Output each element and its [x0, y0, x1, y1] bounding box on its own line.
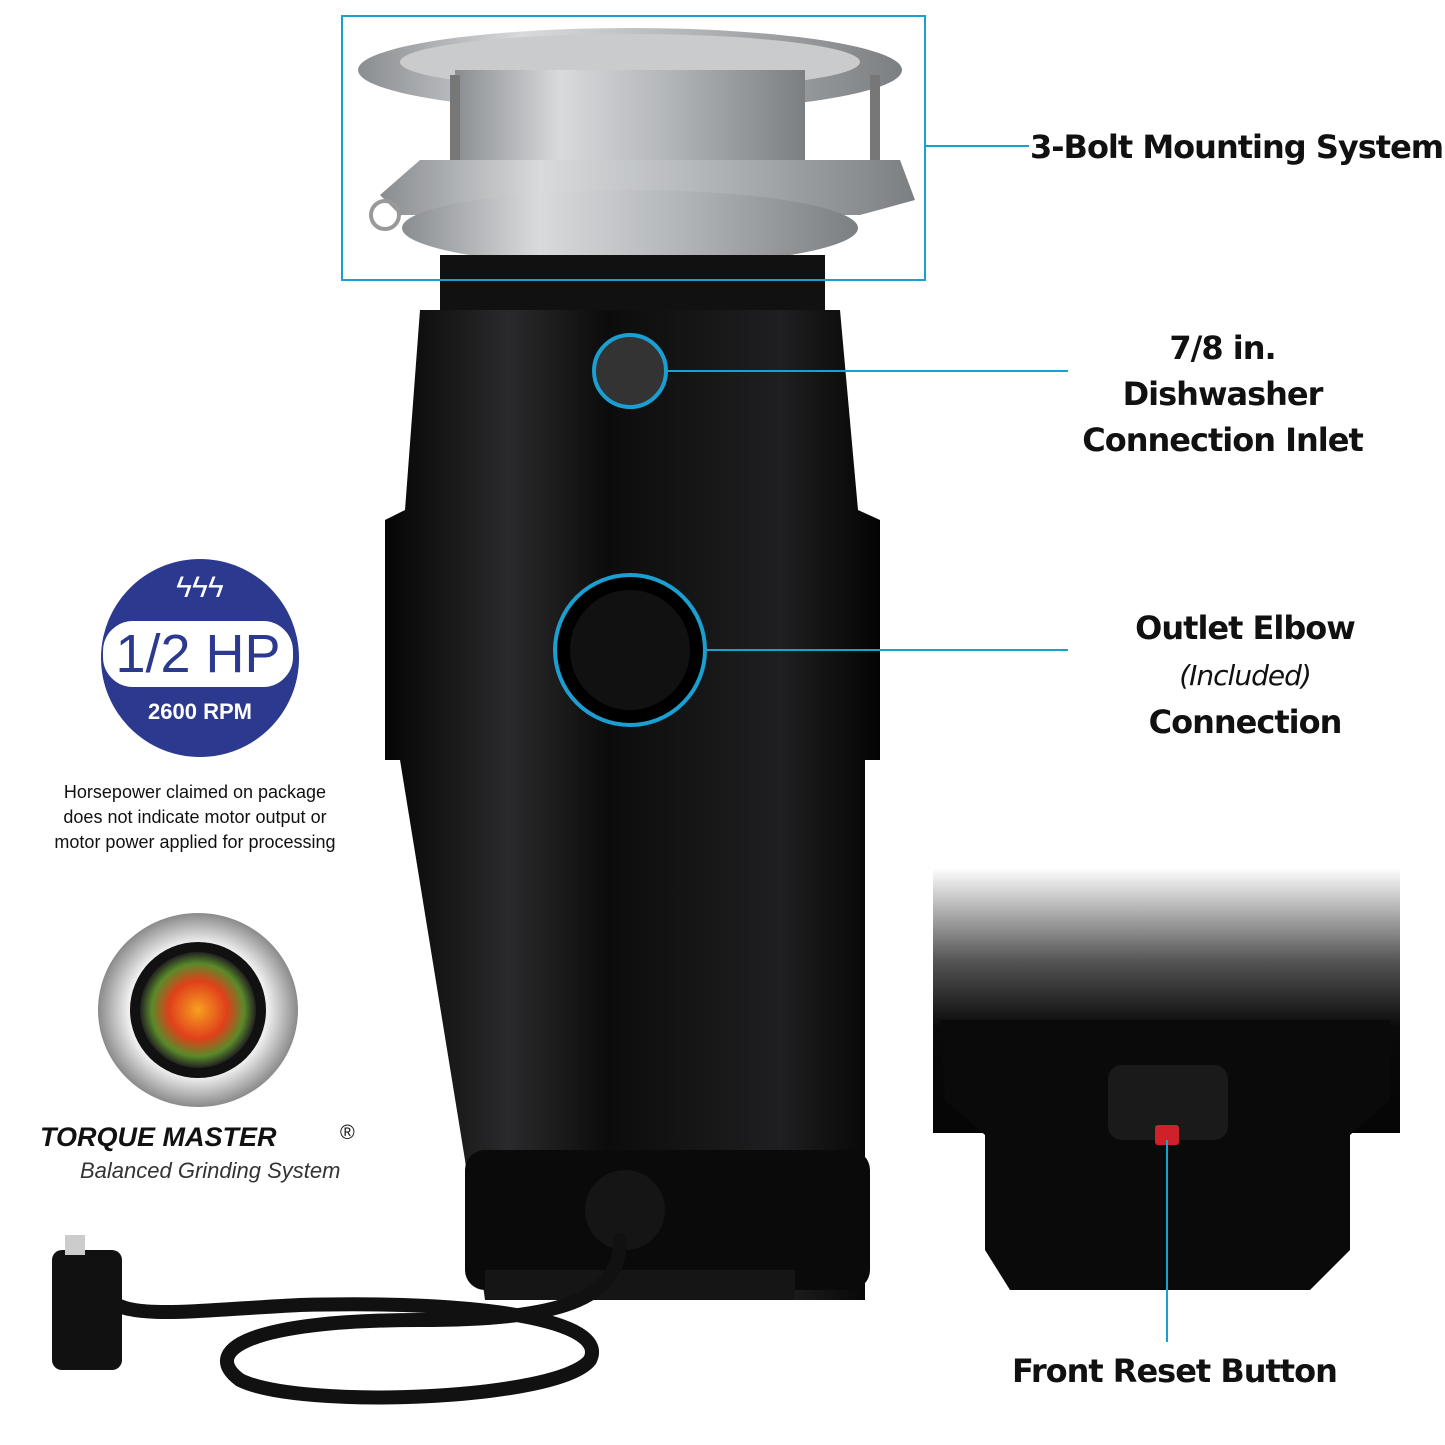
hp-pill: 1/2 HP [103, 621, 293, 687]
disposer-body [385, 255, 880, 1300]
lightning-bolts-icon: ϟϟϟ [176, 571, 224, 604]
callout-line-reset [1166, 1140, 1168, 1342]
disclaimer-line-3: motor power applied for processing [54, 832, 336, 852]
horsepower-badge: ϟϟϟ 1/2 HP 2600 RPM [101, 559, 299, 757]
torque-master-logo [98, 913, 298, 1107]
callout-reset-button: Front Reset Button [1012, 1352, 1338, 1390]
callout-outlet-elbow: Outlet Elbow (Included) Connection [1070, 605, 1420, 745]
horsepower-disclaimer: Horsepower claimed on package does not i… [30, 780, 360, 855]
callout-line-inlet [666, 370, 1068, 372]
outlet-main: Outlet Elbow [1135, 609, 1356, 647]
registered-mark: ® [340, 1122, 355, 1144]
hp-value: 1/2 HP [115, 624, 281, 684]
mounting-system-highlight-box [341, 15, 926, 281]
inlet-line-1: 7/8 in. Dishwasher [1122, 329, 1324, 413]
reset-button [1155, 1125, 1179, 1145]
reset-button-closeup [933, 868, 1400, 1290]
power-cord [52, 1233, 627, 1405]
outlet-note: (Included) [1179, 659, 1312, 692]
rpm-value: 2600 RPM [148, 699, 252, 724]
mounting-flange [358, 28, 915, 266]
callout-line-mounting [926, 145, 1029, 147]
disclaimer-line-1: Horsepower claimed on package [63, 782, 327, 802]
callout-mounting-system: 3-Bolt Mounting System [1030, 128, 1444, 166]
callout-dishwasher-inlet: 7/8 in. Dishwasher Connection Inlet [1070, 325, 1375, 463]
brand-name: TORQUE MASTER [40, 1122, 277, 1152]
outlet-line-2: Connection [1148, 703, 1343, 741]
disclaimer-line-2: does not indicate motor output or [63, 807, 327, 827]
callout-line-outlet [705, 649, 1068, 651]
inlet-line-2: Connection Inlet [1082, 421, 1364, 459]
brand-tagline: Balanced Grinding System [80, 1158, 341, 1183]
